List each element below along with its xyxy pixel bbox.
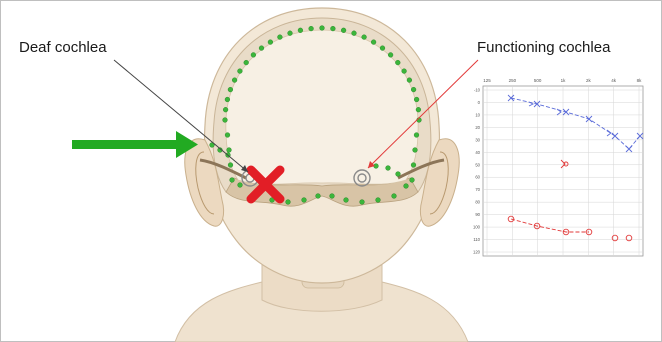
sound-dot [316, 194, 321, 199]
sound-dot [413, 148, 418, 153]
sound-dot [331, 26, 336, 31]
sound-dot [225, 97, 230, 102]
y-tick-label: 60 [475, 175, 480, 180]
sound-dot [360, 200, 365, 205]
sound-dot [230, 178, 235, 183]
x-tick-label: 8k [637, 78, 643, 83]
sound-dot [414, 97, 419, 102]
sound-dot [227, 148, 232, 153]
sound-dot [407, 78, 412, 83]
sound-dot [386, 166, 391, 171]
sound-dot [223, 107, 228, 112]
sound-dot [411, 163, 416, 168]
y-tick-label: 30 [475, 137, 480, 142]
sound-dot [376, 198, 381, 203]
sound-dot [344, 198, 349, 203]
sound-dot [288, 31, 293, 36]
sound-dot [228, 163, 233, 168]
sound-dot [302, 198, 307, 203]
sound-dot [330, 194, 335, 199]
y-tick-label: -10 [474, 88, 481, 93]
x-tick-label: 4k [611, 78, 617, 83]
y-tick-label: 100 [473, 225, 481, 230]
y-tick-label: 110 [473, 237, 480, 242]
y-tick-label: 10 [475, 112, 480, 117]
sound-dot [414, 133, 419, 138]
sound-dot [238, 69, 243, 74]
sound-dot [362, 35, 367, 40]
sound-dot [410, 178, 415, 183]
sound-dot [244, 60, 249, 65]
x-tick-label: 1k [561, 78, 567, 83]
sound-dot [341, 28, 346, 33]
audiogram-background [469, 74, 647, 260]
sound-dot [238, 183, 243, 188]
x-tick-label: 500 [534, 78, 542, 83]
sound-dot [395, 60, 400, 65]
y-tick-label: 50 [475, 162, 480, 167]
sound-dot [352, 31, 357, 36]
label-functioning-cochlea: Functioning cochlea [477, 39, 610, 56]
sound-dot [298, 28, 303, 33]
x-tick-label: 2k [586, 78, 592, 83]
sound-dot [320, 26, 325, 31]
sound-dot [402, 69, 407, 74]
sound-dot [392, 194, 397, 199]
sound-dot [286, 200, 291, 205]
x-tick-label: 250 [509, 78, 517, 83]
sound-dot [371, 40, 376, 45]
sound-dot [404, 184, 409, 189]
sound-dot [228, 87, 233, 92]
sound-dot [396, 172, 401, 177]
audiogram: 1252505001k2k4k8k -100102030405060708090… [469, 74, 647, 260]
sound-dot [259, 46, 264, 51]
y-tick-label: 70 [475, 187, 480, 192]
sound-dot [388, 53, 393, 58]
y-tick-label: 80 [475, 200, 480, 205]
sound-dot [278, 35, 283, 40]
sound-dot [223, 118, 228, 123]
sound-dot [251, 53, 256, 58]
y-tick-label: 20 [475, 125, 480, 130]
sound-dot [268, 40, 273, 45]
y-tick-label: 120 [473, 250, 481, 255]
sound-dot [416, 107, 421, 112]
sound-dot [232, 78, 237, 83]
y-tick-label: 90 [475, 212, 480, 217]
arrow-right-icon [72, 131, 198, 158]
label-deaf-cochlea: Deaf cochlea [19, 39, 107, 56]
sound-dot [380, 46, 385, 51]
y-tick-label: 40 [475, 150, 480, 155]
x-tick-label: 125 [483, 78, 491, 83]
sound-dot [309, 26, 314, 31]
sound-dot [411, 87, 416, 92]
sound-dot [225, 133, 230, 138]
